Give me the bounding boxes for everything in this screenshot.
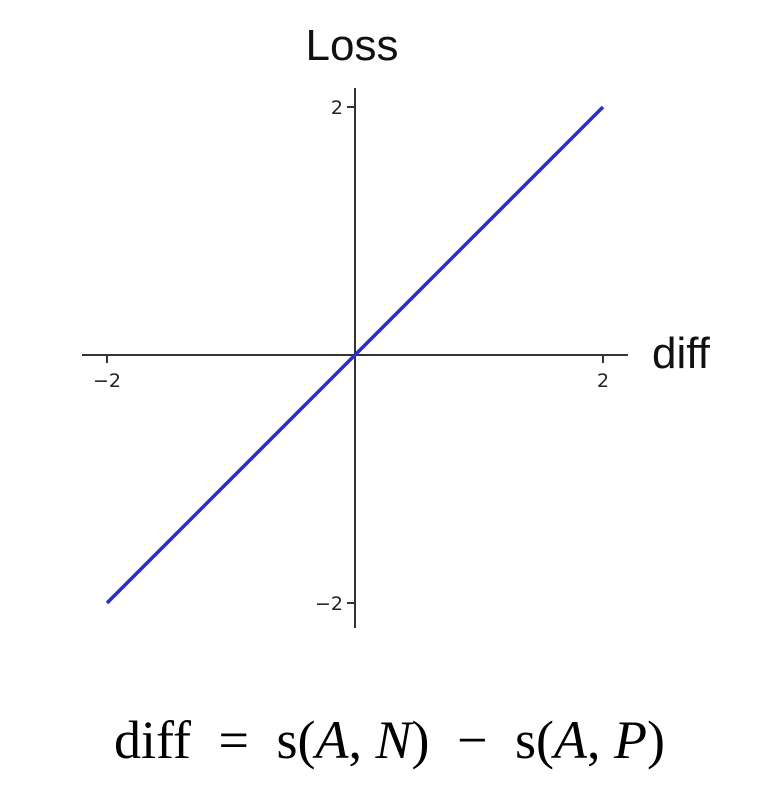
- y-tick-label: 2: [331, 97, 343, 119]
- equation-term1-fn: s(: [276, 710, 316, 770]
- equation-lhs: diff: [114, 710, 192, 770]
- equation-term1-b: N: [375, 710, 412, 770]
- y-axis-label: Loss: [306, 21, 399, 70]
- equation-minus: −: [457, 710, 488, 770]
- equation-term1-close: ): [411, 710, 430, 770]
- x-axis-label: diff: [652, 329, 711, 378]
- equation-term1-a: A: [315, 710, 349, 770]
- diff-equation: diff = s(A, N) − s(A, P): [0, 690, 779, 790]
- equation-equals: =: [218, 710, 249, 770]
- loss-chart: −2 2 2 −2 Loss diff: [82, 21, 711, 628]
- x-tick-label: 2: [597, 370, 609, 392]
- series: [105, 105, 605, 605]
- equation-term2-close: ): [646, 710, 665, 770]
- y-tick-label: −2: [315, 593, 343, 615]
- series-line-0: [105, 105, 605, 605]
- ticks: −2 2 2 −2: [93, 97, 609, 615]
- equation-term2-sep: ,: [586, 710, 614, 770]
- equation-term2-fn: s(: [514, 710, 554, 770]
- equation-term2-a: A: [553, 710, 587, 770]
- x-tick-label: −2: [93, 370, 121, 392]
- equation-term2-b: P: [613, 710, 647, 770]
- equation-term1-sep: ,: [348, 710, 376, 770]
